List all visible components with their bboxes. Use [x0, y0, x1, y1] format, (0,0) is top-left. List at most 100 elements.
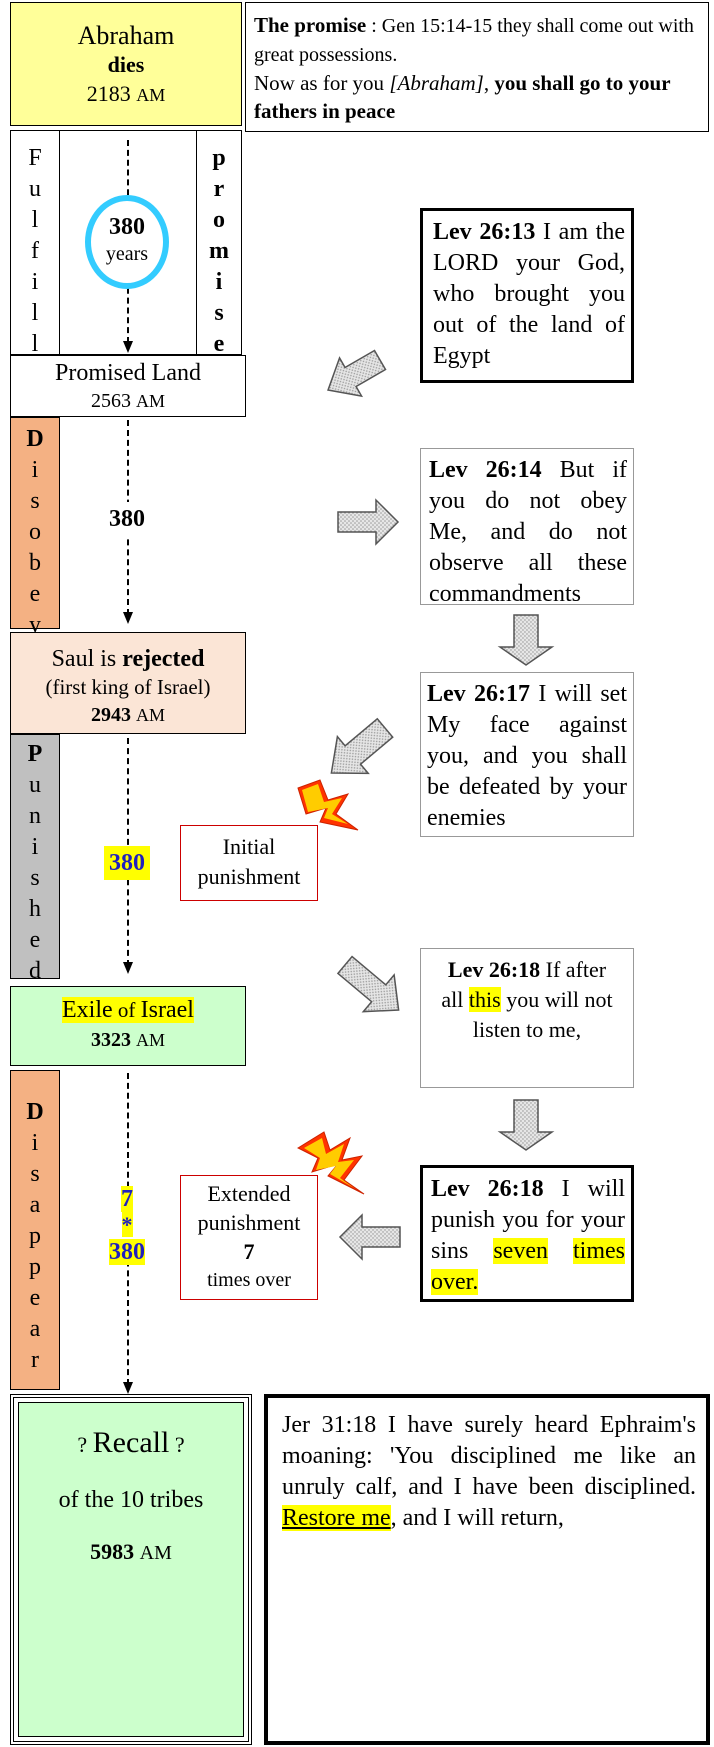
span1-arrowhead — [123, 341, 133, 353]
saul-name: Saul is — [51, 646, 123, 672]
disobey-letter: o — [29, 519, 41, 545]
lev18b-text: Lev 26:18 I will punish you for your sin… — [431, 1174, 625, 1298]
lev18b-t1: I will punish you for your sins — [431, 1176, 626, 1264]
span4-op-wrap: * — [102, 1212, 152, 1237]
promise-box: The promise : Gen 15:14-15 they shall co… — [245, 2, 709, 132]
promise-line2d: you shall go to your fathers in peace — [254, 71, 671, 123]
lightning-icon — [296, 1131, 365, 1195]
lev18b-box: Lev 26:18 I will punish you for your sin… — [420, 1165, 634, 1302]
lev17-box: Lev 26:17 I will set My face against you… — [420, 672, 634, 837]
jer-box: Jer 31:18 I have surely heard Ephraim's … — [264, 1394, 710, 1745]
saul-box: Saul is rejected (first king of Israel) … — [10, 632, 246, 734]
extended-line4: times over — [207, 1269, 291, 1291]
recall-year-line: 5983 AM — [19, 1537, 243, 1568]
promise-side-letter: e — [213, 331, 225, 357]
arrow-to-initial — [330, 717, 394, 775]
span4-label: 7 * 380 — [102, 1185, 152, 1281]
recall-frame: ? Recall ? of the 10 tribes 5983 AM — [10, 1394, 252, 1745]
span4-n2-wrap: 380 — [102, 1237, 152, 1267]
punished-letter: u — [29, 772, 41, 798]
abraham-unit: AM — [136, 85, 166, 105]
promised-land-title: Promised Land — [55, 360, 201, 386]
jer-t1: Jer 31:18 I have surely heard Ephraim's … — [282, 1412, 696, 1500]
lev14-box: Lev 26:14 But if you do not obey Me, and… — [420, 448, 634, 607]
lev17-ref: Lev 26:17 — [427, 681, 530, 707]
promise-side-letter: m — [209, 238, 229, 264]
lev13-text: Lev 26:13 I am the LORD your God, who br… — [433, 217, 625, 372]
lev18a-ref: Lev 26:18 — [447, 957, 541, 982]
arrow-to-extended — [338, 1213, 401, 1261]
span3-label: 380 — [104, 846, 150, 880]
saul-year: 2943 — [90, 704, 131, 726]
exile-line1: Exile of Israel — [11, 995, 245, 1025]
abraham-year-line: 2183 AM — [11, 79, 241, 110]
initial-line2: punishment — [197, 864, 301, 889]
span4-op: * — [121, 1212, 133, 1237]
disobey-letter: i — [31, 457, 39, 483]
disobey-letter: e — [29, 581, 41, 607]
fulfill-letter: f — [31, 238, 39, 264]
disobey-letter: y — [29, 612, 41, 638]
span1-panel — [59, 130, 197, 355]
disappear-letter: D — [26, 1099, 44, 1125]
disappear-letter: r — [31, 1347, 39, 1373]
lev13-ref: Lev 26:13 — [433, 219, 536, 245]
disappear-letter: p — [29, 1254, 41, 1280]
saul-line1: Saul is rejected — [11, 645, 245, 673]
recall-line2: of the 10 tribes — [58, 1487, 204, 1513]
promised-land-year: 2563 — [90, 390, 131, 412]
exile-box: Exile of Israel 3323 AM — [10, 986, 246, 1066]
extended-line2: punishment — [197, 1210, 301, 1235]
fulfill-letter: i — [31, 269, 39, 295]
lev13-box: Lev 26:13 I am the LORD your God, who br… — [420, 208, 634, 383]
fulfill-letter: F — [28, 145, 42, 171]
punished-letter: s — [30, 865, 40, 891]
lev18b-ref: Lev 26:18 — [431, 1176, 544, 1202]
promise-line2a: Now as for you — [254, 71, 390, 95]
promise-label: The promise — [254, 13, 367, 37]
lev14-body: But if you do not obey Me, and do not ob… — [429, 457, 627, 607]
lev18b-hl1: seven — [493, 1238, 548, 1264]
punished-letter: d — [29, 958, 41, 984]
span4-arrowhead — [123, 1382, 133, 1394]
disobey-letter: D — [26, 426, 44, 452]
disobey-letter: b — [29, 550, 41, 576]
exile-c: Israel — [140, 997, 194, 1023]
punished-letter: i — [31, 834, 39, 860]
span4-n2: 380 — [109, 1239, 145, 1265]
extended-num: 7 — [243, 1239, 255, 1264]
arrow-lev18a-to-lev18b — [497, 1099, 555, 1151]
saul-year-line: 2943 AM — [11, 701, 245, 729]
span2-number: 380 — [109, 506, 145, 532]
jer-text: Jer 31:18 I have surely heard Ephraim's … — [282, 1410, 696, 1534]
lev18a-t1: If after all — [441, 957, 607, 1012]
lev18a-hl: this — [468, 987, 501, 1012]
lev17-text: Lev 26:17 I will set My face against you… — [427, 679, 627, 834]
fulfill-letter: l — [31, 300, 39, 326]
punished-letter: h — [29, 896, 41, 922]
span3-number: 380 — [109, 850, 145, 876]
promise-ref: : Gen 15:14-15 they shall come out with … — [254, 15, 694, 66]
disobey-letter: s — [30, 488, 40, 514]
initial-line1: Initial — [222, 834, 276, 859]
punished-letter: e — [29, 927, 41, 953]
arrow-to-promised-land — [327, 349, 387, 398]
exile-a: Exile — [62, 997, 113, 1023]
initial-punishment-box: Initial punishment — [180, 825, 318, 901]
jer-t2: , and I will return, — [390, 1505, 564, 1531]
saul-sub: (first king of Israel) — [45, 675, 211, 699]
promise-line2b: [Abraham] — [389, 71, 484, 95]
disappear-letter: p — [29, 1223, 41, 1249]
lev13-body: I am the LORD your God, who brought you … — [433, 219, 625, 369]
span1-unit: years — [105, 243, 149, 265]
disappear-letter: e — [29, 1285, 41, 1311]
promised-land-unit: AM — [135, 391, 165, 411]
lev18a-t2: you will not listen to me, — [472, 987, 613, 1042]
exile-highlight: Exile of Israel — [62, 997, 194, 1023]
span3-arrowhead — [123, 962, 133, 974]
